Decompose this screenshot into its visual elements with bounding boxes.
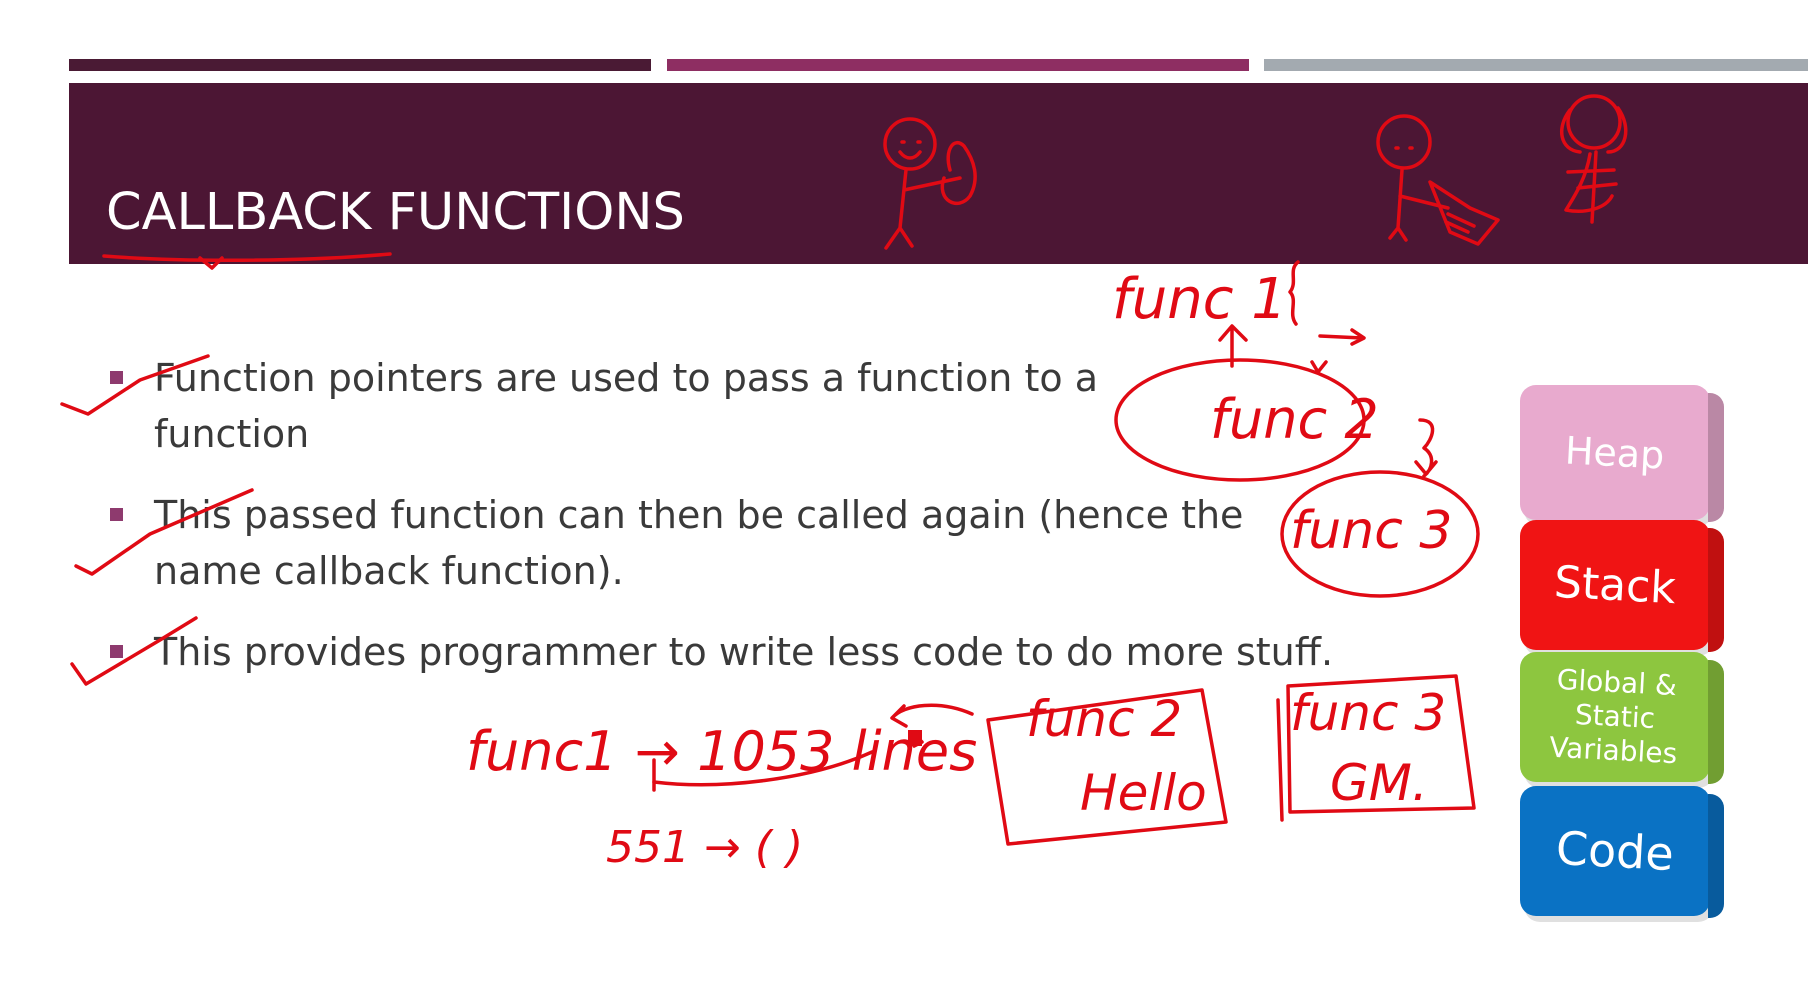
bullet-text: This provides programmer to write less c…: [154, 630, 1334, 674]
memory-block-heap: Heap: [1520, 385, 1710, 520]
memory-block-stack: Stack: [1520, 520, 1710, 650]
ink-box-func3: [1286, 674, 1476, 814]
top-accent-bar-magenta: [667, 59, 1249, 71]
bullet-marker-icon: [110, 371, 123, 384]
bullet-item: This passed function can then be called …: [106, 487, 1306, 599]
ink-text-lines: func1 → 1053 lines: [466, 720, 977, 783]
memory-block-label: Global & Static Variables: [1548, 662, 1679, 771]
memory-block-code: Code: [1520, 786, 1710, 916]
ink-text-func1: func 1: [1112, 267, 1287, 332]
ink-text-box-func2-body: Hello: [1080, 764, 1207, 822]
ink-text-lines2: 551 → ( ): [606, 822, 803, 873]
bullet-item: This provides programmer to write less c…: [106, 624, 1333, 680]
bullet-marker-icon: [110, 508, 123, 521]
bullet-marker-icon: [110, 645, 123, 658]
bullet-item: Function pointers are used to pass a fun…: [106, 350, 1306, 462]
memory-block-label: Heap: [1564, 427, 1666, 478]
ink-text-box-func3-body: GM.: [1330, 754, 1428, 812]
ink-text-box-func3: func 3: [1290, 684, 1446, 742]
top-accent-bar-dark: [69, 59, 651, 71]
ink-text-func3: func 3: [1290, 501, 1452, 561]
memory-block-label: Code: [1554, 820, 1676, 882]
top-accent-bar-gray: [1264, 59, 1808, 71]
bullet-text: Function pointers are used to pass a fun…: [154, 356, 1098, 456]
slide-title: CALLBACK FUNCTIONS: [106, 183, 685, 242]
bullet-list: Function pointers are used to pass a fun…: [106, 350, 1333, 705]
ink-box-func2: [986, 688, 1228, 846]
memory-block-global-static: Global & Static Variables: [1520, 652, 1710, 782]
memory-block-label: Stack: [1552, 556, 1678, 614]
bullet-text: This passed function can then be called …: [154, 493, 1244, 593]
